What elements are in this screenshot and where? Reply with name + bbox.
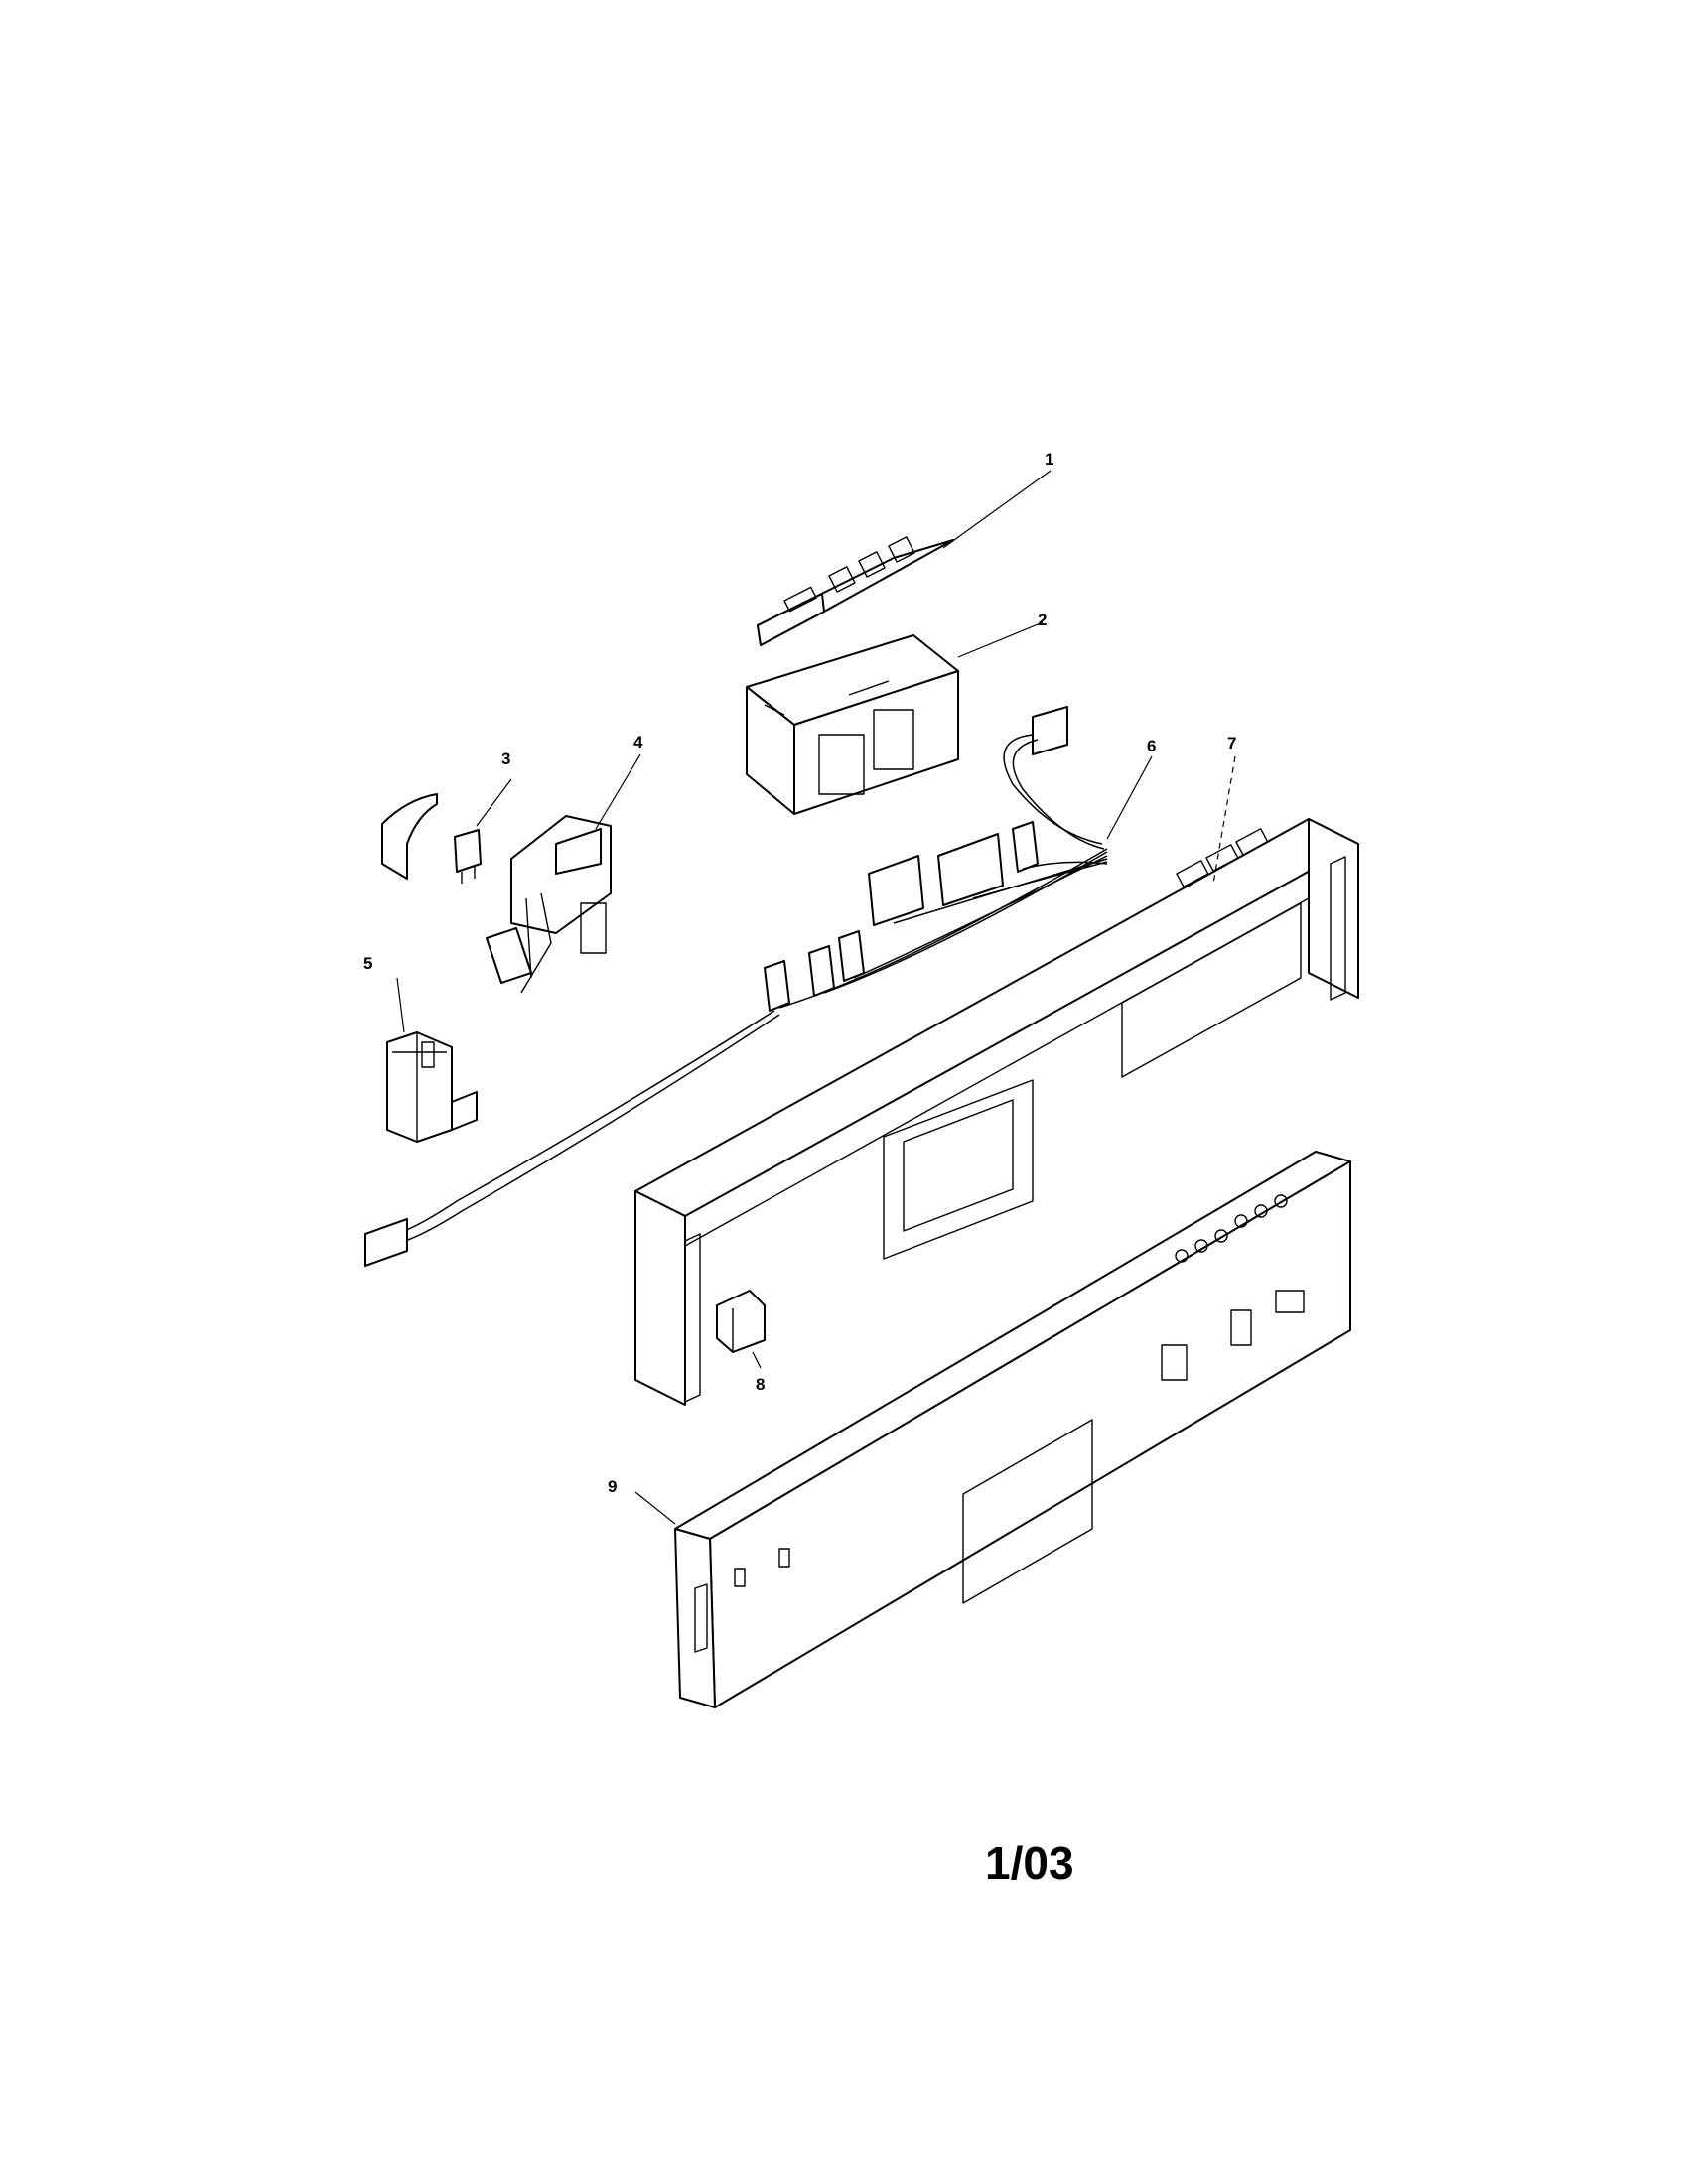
part-3-switch xyxy=(381,793,482,884)
callout-9: 9 xyxy=(608,1477,617,1496)
callout-5: 5 xyxy=(363,954,372,973)
part-9-inner-panel xyxy=(674,1151,1351,1708)
part-2-control-module xyxy=(746,634,959,815)
part-1-switch-cover xyxy=(757,536,954,646)
callout-6: 6 xyxy=(1147,737,1156,755)
callout-2: 2 xyxy=(1038,611,1047,629)
part-8-clip xyxy=(716,1290,766,1353)
callout-1: 1 xyxy=(1045,450,1053,469)
part-7-control-panel xyxy=(634,818,1359,1406)
page-code: 1/03 xyxy=(985,1838,1074,1889)
part-6-wire-harness xyxy=(364,706,1108,1267)
callout-8: 8 xyxy=(756,1375,765,1394)
callout-7: 7 xyxy=(1227,734,1236,752)
part-5-relay xyxy=(386,1031,478,1143)
callout-labels: 1 2 3 4 5 6 7 8 9 xyxy=(363,450,1236,1496)
callout-leaders xyxy=(396,470,1236,1525)
callout-3: 3 xyxy=(501,750,510,768)
part-4-door-latch xyxy=(486,815,612,994)
callout-4: 4 xyxy=(633,733,643,751)
